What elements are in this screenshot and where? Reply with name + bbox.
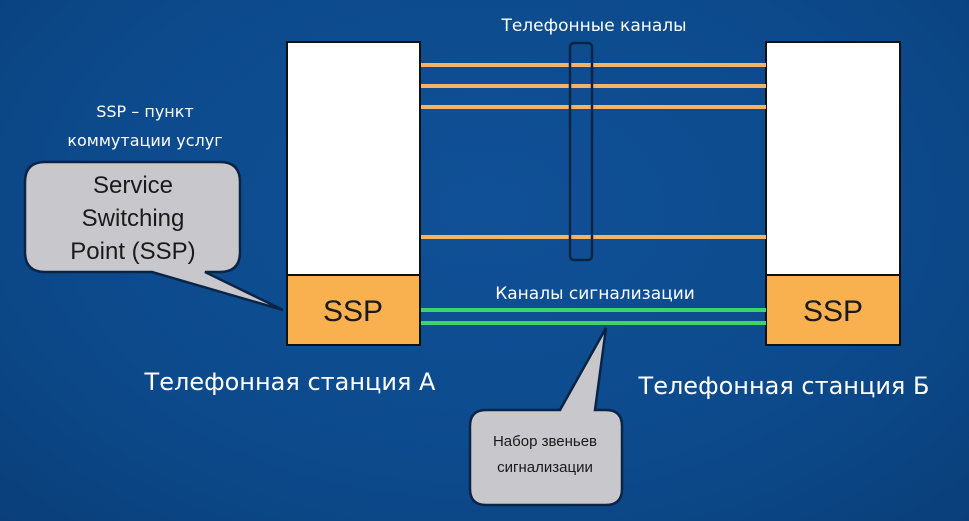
ssp-bubble-line1: Service <box>93 172 173 199</box>
phone-channels-title: Телефонные каналы <box>500 16 686 36</box>
signaling-channels-label: Каналы сигнализации <box>495 284 695 304</box>
signaling-links <box>421 308 766 325</box>
ssp-caption-line2: коммутации услуг <box>67 131 222 150</box>
trunk-group-bracket <box>568 41 594 262</box>
ssp-caption-line1: SSP – пункт <box>96 102 194 121</box>
ssp-bubble-line3: Point (SSP) <box>70 238 195 265</box>
station-a-label: Телефонная станция А <box>144 368 436 396</box>
station-b-ssp-label: SSP <box>803 295 863 328</box>
station-b: SSP <box>765 41 901 346</box>
station-a: SSP <box>286 41 421 346</box>
linkset-bubble-line2: сигнализации <box>497 459 593 476</box>
ssp-callout: Service Switching Point (SSP) <box>23 160 284 312</box>
station-a-ssp-box <box>286 274 421 346</box>
ssp-bubble-line2: Switching <box>82 205 185 232</box>
station-b-ssp-box <box>765 274 901 346</box>
station-a-ssp-label: SSP <box>323 295 383 328</box>
linkset-callout: Набор звеньев сигнализации <box>468 327 624 507</box>
voice-channels <box>421 63 766 239</box>
station-b-body <box>765 41 901 276</box>
station-b-label: Телефонная станция Б <box>638 372 930 400</box>
station-a-body <box>286 41 421 276</box>
linkset-bubble-line1: Набор звеньев <box>493 433 597 450</box>
